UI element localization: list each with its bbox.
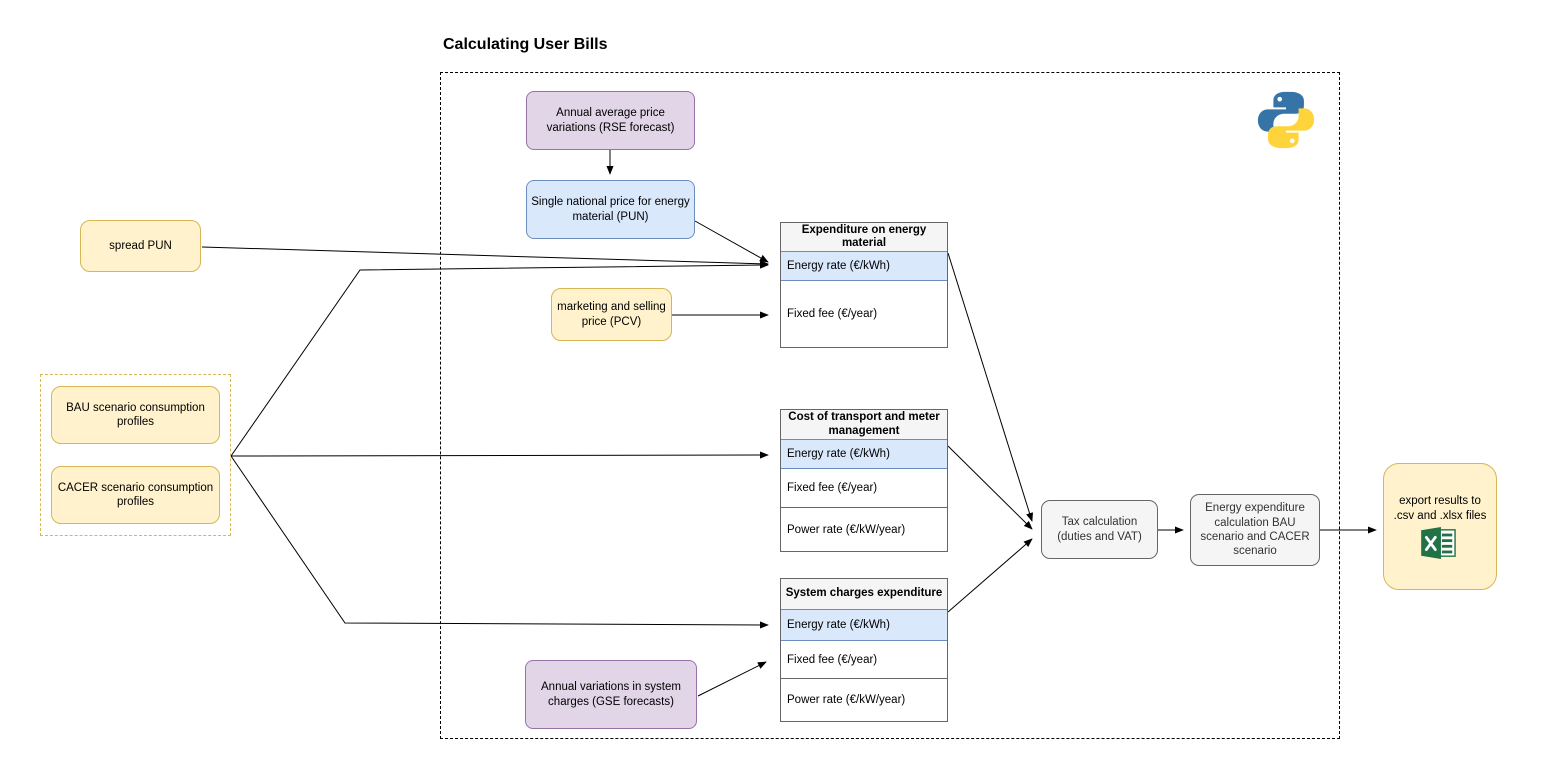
excel-icon <box>1421 526 1456 559</box>
table-header: Expenditure on energy material <box>781 223 947 251</box>
node-cacer-consumption-profiles: CACER scenario consumption profiles <box>51 466 220 524</box>
node-marketing-selling-price: marketing and selling price (PCV) <box>551 288 672 341</box>
node-spread-pun: spread PUN <box>80 220 201 272</box>
node-label: Annual average price variations (RSE for… <box>546 107 675 134</box>
table-expenditure-energy-material: Expenditure on energy material Energy ra… <box>780 222 948 348</box>
table-row: Fixed fee (€/year) <box>781 281 947 347</box>
node-label: spread PUN <box>109 239 172 252</box>
table-row: Energy rate (€/kWh) <box>781 251 947 281</box>
table-row: Power rate (€/kW/year) <box>781 507 947 551</box>
table-row: Fixed fee (€/year) <box>781 469 947 507</box>
node-label: CACER scenario consumption profiles <box>57 481 214 508</box>
node-energy-expenditure-calculation: Energy expenditure calculation BAU scena… <box>1190 494 1320 566</box>
table-header: Cost of transport and meter management <box>781 410 947 439</box>
node-label: export results to .csv and .xlsx files <box>1393 495 1487 522</box>
calculating-user-bills-boundary <box>440 72 1340 739</box>
node-single-national-price: Single national price for energy materia… <box>526 180 695 239</box>
node-label: Annual variations in system charges (GSE… <box>541 681 681 708</box>
table-row: Energy rate (€/kWh) <box>781 439 947 469</box>
node-annual-system-charges-variations: Annual variations in system charges (GSE… <box>525 660 697 729</box>
node-tax-calculation: Tax calculation (duties and VAT) <box>1041 500 1158 559</box>
node-annual-price-variations: Annual average price variations (RSE for… <box>526 91 695 150</box>
table-row: Fixed fee (€/year) <box>781 641 947 678</box>
node-bau-consumption-profiles: BAU scenario consumption profiles <box>51 386 220 444</box>
table-transport-meter-management: Cost of transport and meter management E… <box>780 409 948 552</box>
table-row: Energy rate (€/kWh) <box>781 609 947 641</box>
node-label: Single national price for energy materia… <box>531 196 690 223</box>
node-label: Tax calculation (duties and VAT) <box>1057 516 1142 543</box>
node-label: Energy expenditure calculation BAU scena… <box>1200 502 1310 558</box>
table-system-charges-expenditure: System charges expenditure Energy rate (… <box>780 578 948 722</box>
node-label: BAU scenario consumption profiles <box>66 401 205 428</box>
table-row: Power rate (€/kW/year) <box>781 678 947 721</box>
table-header: System charges expenditure <box>781 579 947 609</box>
node-export-results: export results to .csv and .xlsx files <box>1383 463 1497 590</box>
node-label: marketing and selling price (PCV) <box>557 301 666 328</box>
consumption-profiles-group <box>40 374 231 536</box>
python-icon <box>1257 91 1315 149</box>
page-title: Calculating User Bills <box>443 36 608 53</box>
